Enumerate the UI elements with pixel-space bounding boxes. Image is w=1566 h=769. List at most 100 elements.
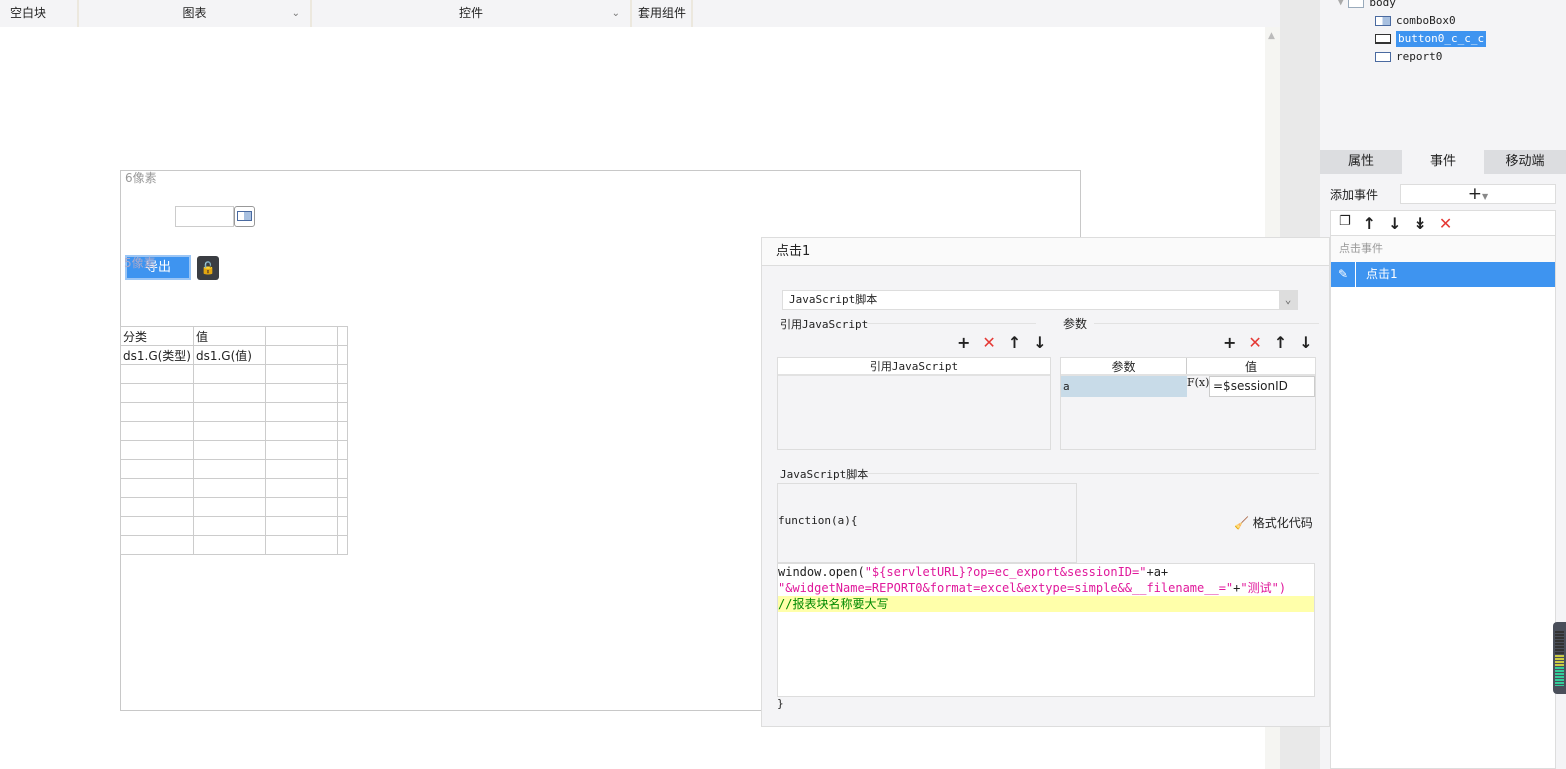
widget-tab[interactable]: 控件 ⌄: [312, 0, 632, 27]
cell[interactable]: [120, 402, 194, 422]
tab-events[interactable]: 事件: [1402, 150, 1484, 174]
cell[interactable]: [336, 345, 348, 365]
param-name[interactable]: a: [1061, 376, 1187, 397]
cell[interactable]: [120, 440, 194, 460]
combobox-dropdown-icon[interactable]: [234, 206, 255, 227]
combobox-widget[interactable]: [175, 206, 234, 227]
header-cell[interactable]: 分类: [120, 326, 194, 346]
copy-icon[interactable]: ❐: [1339, 214, 1351, 229]
cell[interactable]: [120, 535, 194, 555]
tree-root[interactable]: ▼body: [1338, 0, 1396, 11]
move-down-icon[interactable]: ↓: [1388, 214, 1402, 233]
cell[interactable]: [192, 364, 266, 384]
cell[interactable]: [264, 440, 338, 460]
chevron-down-icon[interactable]: ⌄: [611, 8, 620, 19]
add-icon[interactable]: +: [1223, 333, 1237, 352]
cell[interactable]: [336, 402, 348, 422]
cell[interactable]: [336, 497, 348, 517]
move-down-icon[interactable]: ↓: [1299, 333, 1313, 352]
cell[interactable]: [120, 478, 194, 498]
delete-icon[interactable]: ✕: [1248, 333, 1262, 352]
formula-icon[interactable]: F(x): [1187, 376, 1210, 389]
cell[interactable]: [264, 402, 338, 422]
cell[interactable]: [264, 421, 338, 441]
unlock-icon[interactable]: 🔓: [197, 256, 219, 280]
cell[interactable]: [264, 459, 338, 479]
cell[interactable]: [336, 364, 348, 384]
script-editor[interactable]: window.open("${servletURL}?op=ec_export&…: [777, 563, 1315, 697]
widget-label: 控件: [458, 6, 483, 20]
params-section-label: 参数: [1063, 317, 1088, 331]
tree-item-report[interactable]: report0: [1375, 49, 1442, 65]
chevron-down-icon[interactable]: ⌄: [291, 8, 300, 19]
data-cell[interactable]: ds1.G(值): [192, 345, 266, 365]
cell[interactable]: [120, 364, 194, 384]
format-code-button[interactable]: 🧹 格式化代码: [1234, 514, 1313, 531]
code-string: "&widgetName=REPORT0&format=excel&extype…: [778, 581, 1234, 595]
cell[interactable]: [336, 421, 348, 441]
cell[interactable]: [336, 459, 348, 479]
level-meter-widget[interactable]: [1553, 622, 1566, 694]
cell[interactable]: [336, 440, 348, 460]
cell[interactable]: [120, 383, 194, 403]
move-up-icon[interactable]: ↑: [1007, 333, 1022, 352]
param-value-input[interactable]: =$sessionID: [1209, 376, 1315, 397]
cell[interactable]: [192, 440, 266, 460]
cell[interactable]: [336, 535, 348, 555]
cell[interactable]: [336, 516, 348, 536]
cell[interactable]: [264, 383, 338, 403]
blank-block-tab[interactable]: 空白块: [0, 0, 79, 27]
cell[interactable]: [336, 326, 348, 346]
report-grid[interactable]: 分类值 ds1.G(类型)ds1.G(值): [120, 326, 348, 555]
cell[interactable]: [264, 516, 338, 536]
cell[interactable]: [264, 364, 338, 384]
export-button[interactable]: 导出: [125, 255, 191, 280]
param-row[interactable]: a F(x) =$sessionID: [1061, 376, 1315, 397]
scroll-up-icon[interactable]: ▲: [1268, 31, 1275, 41]
cell[interactable]: [264, 535, 338, 555]
delete-icon[interactable]: ✕: [982, 333, 996, 352]
tree-item-combobox[interactable]: comboBox0: [1375, 13, 1456, 29]
delete-icon[interactable]: ✕: [1438, 214, 1453, 233]
cell[interactable]: [264, 478, 338, 498]
blank-block-label: 空白块: [10, 6, 47, 20]
edit-icon[interactable]: ✎: [1331, 262, 1356, 287]
cell[interactable]: [264, 345, 338, 365]
add-icon[interactable]: +: [957, 333, 971, 352]
cell[interactable]: [120, 516, 194, 536]
cell[interactable]: [264, 497, 338, 517]
move-bottom-icon[interactable]: ↡: [1413, 214, 1427, 233]
tab-mobile[interactable]: 移动端: [1505, 154, 1545, 169]
event-type-select[interactable]: JavaScript脚本⌄: [782, 290, 1298, 310]
event-item[interactable]: ✎点击1: [1331, 262, 1555, 287]
cell[interactable]: [192, 516, 266, 536]
collapse-icon[interactable]: ▼: [1338, 0, 1344, 8]
cell[interactable]: [192, 402, 266, 422]
tree-item-button[interactable]: button0_c_c_c: [1375, 31, 1487, 47]
ref-js-table[interactable]: 引用JavaScript: [777, 357, 1051, 450]
header-cell[interactable]: 值: [192, 326, 266, 346]
chevron-down-icon[interactable]: ⌄: [1279, 291, 1297, 309]
params-table[interactable]: 参数值 a F(x) =$sessionID: [1060, 357, 1316, 450]
cell[interactable]: [336, 383, 348, 403]
chart-tab[interactable]: 图表 ⌄: [79, 0, 312, 27]
cell[interactable]: [192, 383, 266, 403]
move-down-icon[interactable]: ↓: [1033, 333, 1047, 352]
add-event-button[interactable]: +▼: [1400, 184, 1556, 204]
cell[interactable]: [120, 459, 194, 479]
cell[interactable]: [192, 535, 266, 555]
chart-label: 图表: [182, 6, 207, 20]
cell[interactable]: [120, 497, 194, 517]
cell[interactable]: [192, 478, 266, 498]
template-widget-tab[interactable]: 套用组件: [632, 0, 693, 27]
data-cell[interactable]: ds1.G(类型): [120, 345, 194, 365]
cell[interactable]: [192, 497, 266, 517]
tab-properties[interactable]: 属性: [1347, 154, 1374, 169]
cell[interactable]: [192, 459, 266, 479]
cell[interactable]: [120, 421, 194, 441]
cell[interactable]: [192, 421, 266, 441]
cell[interactable]: [336, 478, 348, 498]
move-up-icon[interactable]: ↑: [1273, 333, 1288, 352]
cell[interactable]: [264, 326, 338, 346]
move-up-icon[interactable]: ↑: [1362, 214, 1377, 233]
